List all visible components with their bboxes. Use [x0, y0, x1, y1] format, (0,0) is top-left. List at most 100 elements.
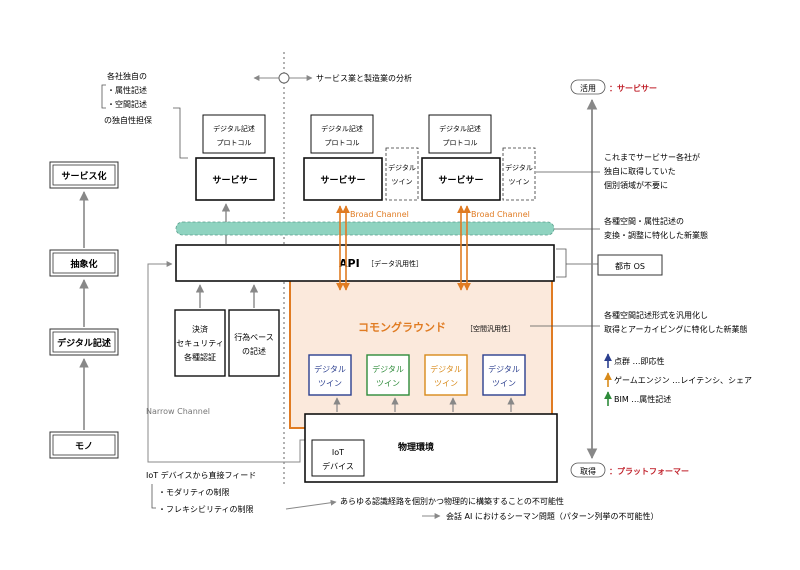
iot-device-box	[311, 439, 365, 477]
behavior-box	[228, 309, 280, 377]
svg-text:デバイス: デバイス	[322, 461, 354, 471]
svg-text:デジタル: デジタル	[388, 163, 416, 172]
payment-box	[174, 309, 226, 377]
svg-text:デジタル: デジタル	[314, 364, 346, 374]
api-note: ［データ汎用性］	[367, 259, 423, 268]
top-note-line4: の独自性担保	[104, 115, 152, 125]
broad-channel-arrows-left	[336, 205, 350, 291]
broad-channel-arrows-right	[457, 205, 471, 291]
svg-text:セキュリティ: セキュリティ	[176, 339, 224, 348]
left-stack: サービス化 抽象化 デジタル記述 モノ	[49, 161, 119, 459]
svg-text:ツイン: ツイン	[392, 178, 413, 186]
digital-twin-3: デジタル ツイン	[424, 354, 468, 396]
api-bracket	[556, 248, 567, 278]
svg-text:・モダリティの制限: ・モダリティの制限	[158, 487, 230, 497]
api-title: API	[339, 257, 360, 270]
svg-text:あらゆる認識経路を個別かつ物理的に構築することの不可能性: あらゆる認識経路を個別かつ物理的に構築することの不可能性	[340, 496, 564, 506]
svg-text:の記述: の記述	[242, 346, 266, 356]
svg-text:ツイン: ツイン	[492, 379, 516, 388]
svg-text:ツイン: ツイン	[509, 178, 530, 186]
narrow-channel-label: Narrow Channel	[146, 407, 210, 416]
digital-twin-2: デジタル ツイン	[366, 354, 410, 396]
top-tag-pill	[570, 79, 606, 95]
stack-box-abstract	[49, 249, 119, 277]
digital-twin-1: デジタル ツイン	[308, 354, 352, 396]
physical-env-label: 物理環境	[398, 441, 434, 453]
svg-text:デジタル記述: デジタル記述	[213, 124, 255, 133]
broad-channel-label-1: Broad Channel	[350, 210, 409, 219]
svg-text:ツイン: ツイン	[434, 379, 458, 388]
svg-text:ツイン: ツイン	[376, 379, 400, 388]
city-os-box	[597, 254, 663, 276]
svg-text:各種空間・属性記述の: 各種空間・属性記述の	[604, 216, 684, 226]
legend-item-2: ゲームエンジン …レイテンシ、シェア	[614, 375, 752, 385]
top-note-line1: 各社独自の	[107, 71, 147, 81]
svg-text:決済: 決済	[192, 324, 208, 334]
svg-text:各種認証: 各種認証	[184, 352, 216, 362]
top-note-line2: ・属性記述	[107, 85, 147, 95]
servicer-label: サービサー	[438, 174, 483, 186]
stack-label-mono: モノ	[75, 441, 93, 452]
svg-text:各種空間記述形式を汎用化し: 各種空間記述形式を汎用化し	[604, 310, 708, 320]
svg-text:デジタル: デジタル	[505, 163, 533, 172]
city-os-label: 都市 OS	[615, 261, 645, 271]
top-note-connector	[173, 107, 188, 159]
svg-text:個別領域が不要に: 個別領域が不要に	[604, 180, 668, 190]
stack-box-service-inner	[52, 164, 116, 186]
commons-ground-box	[289, 271, 553, 429]
stack-box-service	[49, 161, 119, 189]
svg-text:変換・調整に特化した新業態: 変換・調整に特化した新業態	[604, 230, 708, 240]
divider-slider: サービス業と製造業の分析	[253, 72, 412, 84]
dashed-twin-box	[385, 147, 419, 201]
svg-text:会話 AI におけるシーマン問題（パターン列挙の不可能性）: 会話 AI におけるシーマン問題（パターン列挙の不可能性）	[446, 511, 659, 521]
svg-text:行為ベース: 行為ベース	[234, 332, 274, 342]
legend: 点群 …即応性 ゲームエンジン …レイテンシ、シェア BIM …属性記述	[604, 353, 752, 406]
bottom-tag: 取得	[580, 466, 596, 476]
legend-item-3: BIM …属性記述	[614, 394, 671, 404]
top-label: ：サービサー	[609, 83, 657, 93]
protocol-box	[202, 114, 266, 154]
legend-item-1: 点群 …即応性	[614, 356, 665, 366]
protocol-box	[310, 114, 374, 154]
svg-text:デジタル: デジタル	[372, 364, 404, 374]
top-note-line3: ・空間記述	[107, 99, 147, 109]
svg-text:・フレキシビリティの制限: ・フレキシビリティの制限	[158, 504, 254, 514]
bottom-note: IoT デバイスから直接フィード ・モダリティの制限 ・フレキシビリティの制限 …	[146, 470, 659, 521]
top-note-bracket	[101, 84, 106, 109]
svg-text:これまでサービサー各社が: これまでサービサー各社が	[604, 152, 700, 162]
stack-label-abstract: 抽象化	[70, 258, 97, 270]
conversion-band	[175, 221, 555, 236]
svg-text:ツイン: ツイン	[318, 379, 342, 388]
svg-text:プロトコル: プロトコル	[325, 139, 360, 147]
svg-text:取得とアーカイビングに特化した新業態: 取得とアーカイビングに特化した新業態	[604, 324, 748, 334]
svg-text:デジタル: デジタル	[488, 364, 520, 374]
commons-title: コモングラウンド	[358, 320, 446, 334]
svg-text:デジタル: デジタル	[430, 364, 462, 374]
bottom-tag-pill	[570, 462, 606, 478]
svg-text:独自に取得していた: 独自に取得していた	[604, 166, 676, 176]
stack-box-mono	[49, 431, 119, 459]
broad-channel-label-2: Broad Channel	[471, 210, 530, 219]
bottom-label: ：プラットフォーマー	[609, 466, 689, 476]
api-box	[175, 244, 555, 282]
dashed-twin-box	[502, 147, 536, 201]
svg-text:IoT: IoT	[332, 448, 344, 457]
digital-twin-4: デジタル ツイン	[482, 354, 526, 396]
top-tag: 活用	[580, 83, 596, 93]
servicer-label: サービサー	[212, 174, 257, 186]
stack-label-digital: デジタル記述	[57, 337, 111, 349]
servicer-1: デジタル記述 プロトコル サービサー	[195, 114, 275, 201]
svg-text:プロトコル: プロトコル	[443, 139, 478, 147]
protocol-box	[428, 114, 492, 154]
servicer-label: サービサー	[320, 174, 365, 186]
stack-label-service: サービス化	[61, 170, 106, 182]
svg-text:デジタル記述: デジタル記述	[439, 124, 481, 133]
divider-knob	[278, 72, 290, 84]
stack-box-digital	[49, 328, 119, 356]
servicer-2: デジタル記述 プロトコル サービサー デジタル ツイン	[303, 114, 419, 201]
servicer-3: デジタル記述 プロトコル サービサー デジタル ツイン	[421, 114, 536, 201]
svg-text:デジタル記述: デジタル記述	[321, 124, 363, 133]
divider-label: サービス業と製造業の分析	[316, 73, 412, 83]
svg-text:IoT デバイスから直接フィード: IoT デバイスから直接フィード	[146, 470, 256, 480]
